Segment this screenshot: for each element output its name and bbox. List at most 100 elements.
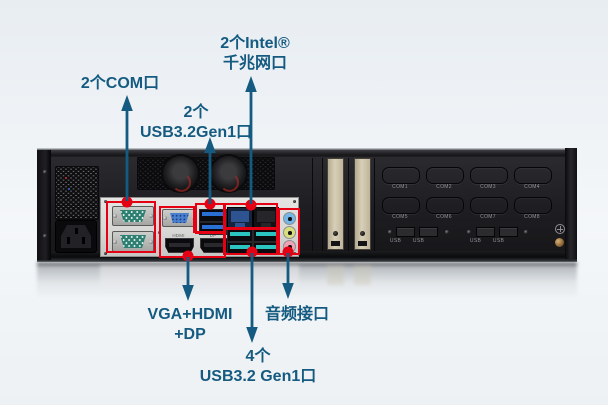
usb3-port-1 xyxy=(199,209,227,222)
callout-lan-ports: 2个Intel® 千兆网口 xyxy=(198,34,312,74)
callout-usb-bottom-line2: USB3.2 Gen1口 xyxy=(199,368,317,385)
usb-knockout-label: USB xyxy=(412,238,425,244)
reflection-bracket xyxy=(327,265,344,285)
com8-knockout xyxy=(514,197,552,214)
contact-shadow xyxy=(37,262,577,266)
callout-lan-line2: 千兆网口 xyxy=(222,55,287,72)
expansion-slot-bracket-2 xyxy=(354,158,371,250)
dp-pin-strip xyxy=(204,243,224,247)
motherboard-io-panel: HDMI DP xyxy=(100,197,299,257)
panel-screw xyxy=(293,252,296,255)
chassis-left-flange xyxy=(37,150,51,260)
callout-usb-top-line2: USB3.2Gen1口 xyxy=(139,124,253,141)
callout-com-ports: 2个COM口 xyxy=(60,74,180,94)
ac-power-socket xyxy=(61,225,91,248)
usb-knockout-2 xyxy=(419,227,438,237)
usb3-port-3 xyxy=(227,229,253,242)
jack-hole xyxy=(288,245,292,249)
rj45-jack xyxy=(231,211,249,222)
vent-speck xyxy=(68,188,70,190)
com8-knockout-label: COM8 xyxy=(524,214,540,220)
callout-usb-top-line1: 2个 xyxy=(183,104,209,121)
chassis: HDMI DP xyxy=(37,148,577,262)
rj45-jack xyxy=(257,211,275,222)
callout-audio-line1: 音频接口 xyxy=(264,306,329,323)
com5-knockout-label: COM5 xyxy=(392,214,408,220)
expansion-slot-bracket-1 xyxy=(327,158,344,250)
audio-line-out-jack xyxy=(283,226,296,239)
hdmi-port xyxy=(165,238,194,253)
com7-knockout-label: COM7 xyxy=(480,214,496,220)
chassis-screw xyxy=(467,230,471,234)
arrow-head-lan xyxy=(245,76,257,92)
com-port-2 xyxy=(112,231,154,252)
chassis-right-flange xyxy=(565,148,577,259)
usb3-port-4 xyxy=(253,229,279,242)
com1-knockout-label: COM1 xyxy=(392,184,408,190)
com3-knockout xyxy=(470,167,508,184)
callout-lan-line1: 2个Intel® xyxy=(220,35,290,52)
usb-knockout-label: USB xyxy=(389,238,402,244)
chassis-groove xyxy=(322,158,323,251)
ground-screw xyxy=(555,238,564,247)
ac-power-inlet xyxy=(55,220,97,253)
fan-vent-grille xyxy=(137,156,275,193)
com4-knockout xyxy=(514,167,552,184)
panel-screw xyxy=(104,200,107,203)
com-port-2-connector xyxy=(120,235,146,248)
com2-knockout xyxy=(426,167,464,184)
callout-usb-top: 2个 USB3.2Gen1口 xyxy=(130,103,262,143)
panel-screw xyxy=(104,252,107,255)
com-port-1-connector xyxy=(120,210,146,222)
com7-knockout xyxy=(470,197,508,214)
chassis-groove xyxy=(374,158,375,251)
usb-knockout-1 xyxy=(396,227,415,237)
usb3-tongue xyxy=(202,225,224,229)
power-pin-slot xyxy=(75,228,78,234)
power-pin-slot xyxy=(82,237,85,244)
usb3-port-2 xyxy=(199,222,227,235)
cooling-fan xyxy=(211,156,246,193)
callout-audio-ports: 音频接口 xyxy=(250,305,344,325)
chassis-bottom-rail xyxy=(37,251,577,262)
chassis-top-rail xyxy=(37,148,577,158)
com3-knockout-label: COM3 xyxy=(480,184,496,190)
com5-knockout xyxy=(382,197,420,214)
usb3-port-5 xyxy=(227,242,253,255)
reflection-panel xyxy=(100,265,299,287)
chassis-groove xyxy=(348,158,349,251)
chassis-screw xyxy=(43,170,47,174)
hdmi-label: HDMI xyxy=(172,233,185,238)
usb3-tongue xyxy=(202,212,224,216)
hdmi-pin-strip xyxy=(169,243,190,247)
callout-video-line1: VGA+HDMI xyxy=(147,306,233,323)
lan-port-2 xyxy=(253,207,279,229)
lan-port-1 xyxy=(227,207,253,229)
usb-knockout-4 xyxy=(499,227,518,237)
jack-hole xyxy=(288,217,292,221)
com2-knockout-label: COM2 xyxy=(436,184,452,190)
usb-knockout-label: USB xyxy=(469,238,482,244)
chassis-screw xyxy=(43,234,47,238)
usb3-port-6 xyxy=(253,242,279,255)
vga-port xyxy=(162,209,197,227)
reflection-bracket xyxy=(354,265,371,285)
com1-knockout xyxy=(382,167,420,184)
jack-hole xyxy=(288,231,292,235)
rj45-tab xyxy=(261,223,271,227)
chassis-screw xyxy=(388,230,392,234)
usb3-tongue xyxy=(230,245,250,249)
cooling-fan xyxy=(163,156,198,193)
usb-knockout-label: USB xyxy=(492,238,505,244)
usb3-tongue xyxy=(256,232,276,236)
bracket-screw xyxy=(360,231,365,236)
com4-knockout-label: COM4 xyxy=(524,184,540,190)
com6-knockout xyxy=(426,197,464,214)
vent-speck xyxy=(65,177,67,179)
power-pin-slot xyxy=(67,237,70,244)
usb-knockout-3 xyxy=(476,227,495,237)
panel-screw xyxy=(293,200,296,203)
audio-line-in-jack xyxy=(283,212,296,225)
ground-terminal-icon xyxy=(555,224,565,234)
